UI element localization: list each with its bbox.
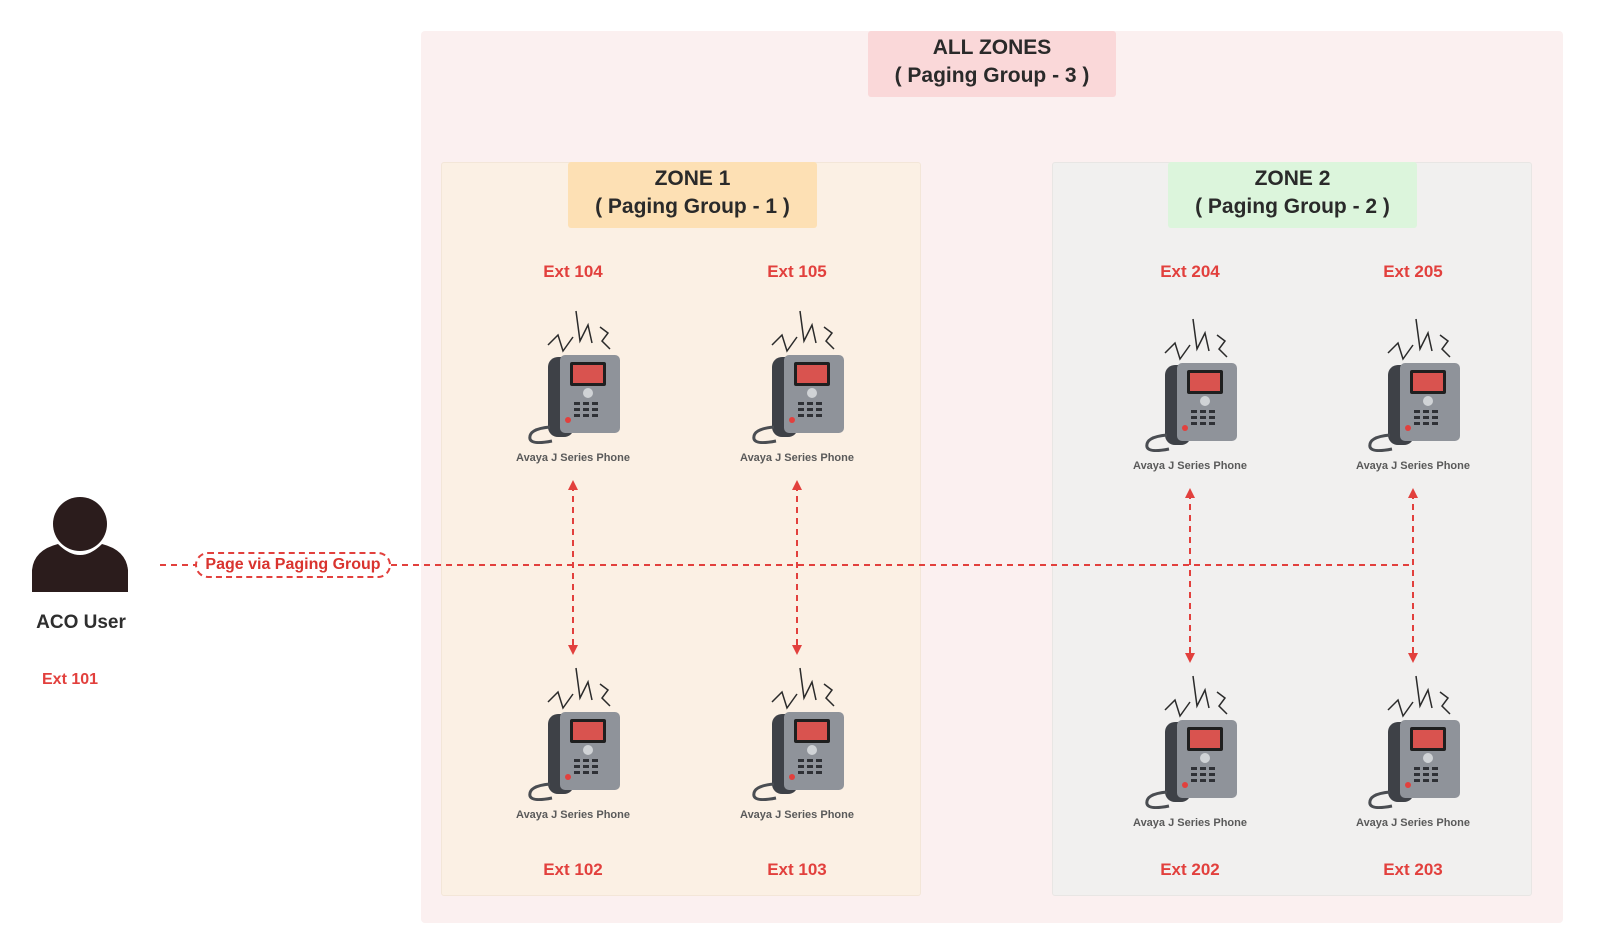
phone-caption-205: Avaya J Series Phone bbox=[1356, 460, 1470, 472]
phone-icon bbox=[518, 305, 628, 445]
user-label: ACO User bbox=[36, 612, 126, 633]
ext-label-104: Ext 104 bbox=[543, 262, 603, 281]
phone-caption-105: Avaya J Series Phone bbox=[740, 452, 854, 464]
page-via-paging-group-label: Page via Paging Group bbox=[195, 552, 391, 578]
all-zones-title: ALL ZONES ( Paging Group - 3 ) bbox=[868, 31, 1116, 97]
phone-caption-203: Avaya J Series Phone bbox=[1356, 817, 1470, 829]
ext-label-105: Ext 105 bbox=[767, 262, 827, 281]
phone-icon bbox=[1135, 670, 1245, 810]
zone1-title: ZONE 1 ( Paging Group - 1 ) bbox=[568, 162, 817, 228]
zone1-title-text: ZONE 1 bbox=[654, 167, 731, 190]
ext-label-202: Ext 202 bbox=[1160, 860, 1220, 879]
zone2-title: ZONE 2 ( Paging Group - 2 ) bbox=[1168, 162, 1417, 228]
all-zones-subtitle-text: ( Paging Group - 3 ) bbox=[894, 64, 1090, 87]
user-icon bbox=[32, 497, 128, 592]
phone-caption-102: Avaya J Series Phone bbox=[516, 809, 630, 821]
phone-icon bbox=[742, 305, 852, 445]
all-zones-title-text: ALL ZONES bbox=[932, 36, 1052, 59]
phone-caption-103: Avaya J Series Phone bbox=[740, 809, 854, 821]
phone-icon bbox=[742, 662, 852, 802]
phone-icon bbox=[518, 662, 628, 802]
ext-label-103: Ext 103 bbox=[767, 860, 827, 879]
phone-icon bbox=[1358, 313, 1468, 453]
phone-caption-204: Avaya J Series Phone bbox=[1133, 460, 1247, 472]
phone-caption-104: Avaya J Series Phone bbox=[516, 452, 630, 464]
ext-label-204: Ext 204 bbox=[1160, 262, 1220, 281]
phone-icon bbox=[1358, 670, 1468, 810]
zone2-title-text: ZONE 2 bbox=[1254, 167, 1331, 190]
ext-label-102: Ext 102 bbox=[543, 860, 603, 879]
phone-icon bbox=[1135, 313, 1245, 453]
ext-label-205: Ext 205 bbox=[1383, 262, 1443, 281]
user-ext: Ext 101 bbox=[42, 671, 99, 688]
ext-label-203: Ext 203 bbox=[1383, 860, 1443, 879]
phone-caption-202: Avaya J Series Phone bbox=[1133, 817, 1247, 829]
zone2-subtitle-text: ( Paging Group - 2 ) bbox=[1195, 195, 1390, 218]
zone1-subtitle-text: ( Paging Group - 1 ) bbox=[595, 195, 790, 218]
